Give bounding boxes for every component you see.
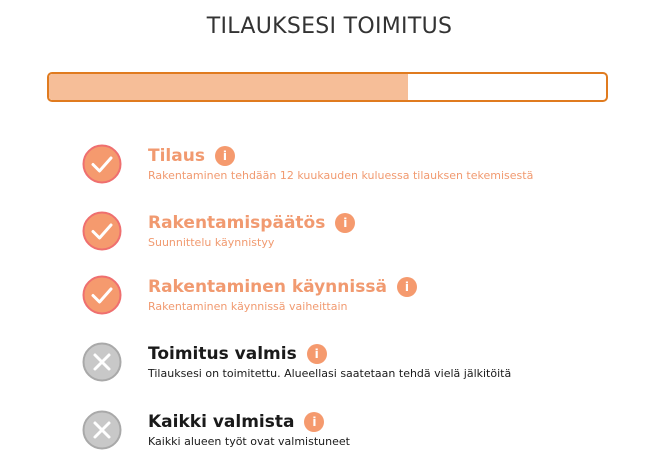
info-icon[interactable]: i (396, 277, 417, 297)
step-description: Kaikki alueen työt ovat valmistuneet (148, 435, 350, 448)
step-title: Toimitus valmis (148, 344, 297, 364)
step-description: Tilauksesi on toimitettu. Alueellasi saa… (148, 367, 512, 380)
check-icon (82, 144, 122, 184)
step-rakentaminen-kaynnissa: Rakentaminen käynnissä i Rakentaminen kä… (82, 275, 642, 319)
progress-bar (47, 72, 608, 102)
info-icon[interactable]: i (214, 146, 235, 166)
step-rakentamispaatos: Rakentamispäätös i Suunnittelu käynnisty… (82, 211, 642, 255)
step-title: Rakentaminen käynnissä (148, 277, 387, 297)
progress-fill (49, 74, 409, 100)
check-icon (82, 275, 122, 315)
step-toimitus-valmis: Toimitus valmis i Tilauksesi on toimitet… (82, 342, 642, 386)
page-title: TILAUKSESI TOIMITUS (206, 14, 453, 39)
cross-icon (82, 410, 122, 450)
cross-icon (82, 342, 122, 382)
info-icon[interactable]: i (306, 344, 327, 364)
step-tilaus: Tilaus i Rakentaminen tehdään 12 kuukaud… (82, 144, 642, 188)
info-icon[interactable]: i (335, 213, 356, 233)
step-title: Rakentamispäätös (148, 213, 326, 233)
step-description: Suunnittelu käynnistyy (148, 236, 275, 249)
step-title: Tilaus (148, 146, 205, 166)
step-description: Rakentaminen tehdään 12 kuukauden kulues… (148, 169, 534, 182)
check-icon (82, 211, 122, 251)
step-kaikki-valmista: Kaikki valmista i Kaikki alueen työt ova… (82, 410, 642, 454)
info-icon[interactable]: i (304, 412, 325, 432)
step-description: Rakentaminen käynnissä vaiheittain (148, 300, 348, 313)
step-title: Kaikki valmista (148, 412, 295, 432)
